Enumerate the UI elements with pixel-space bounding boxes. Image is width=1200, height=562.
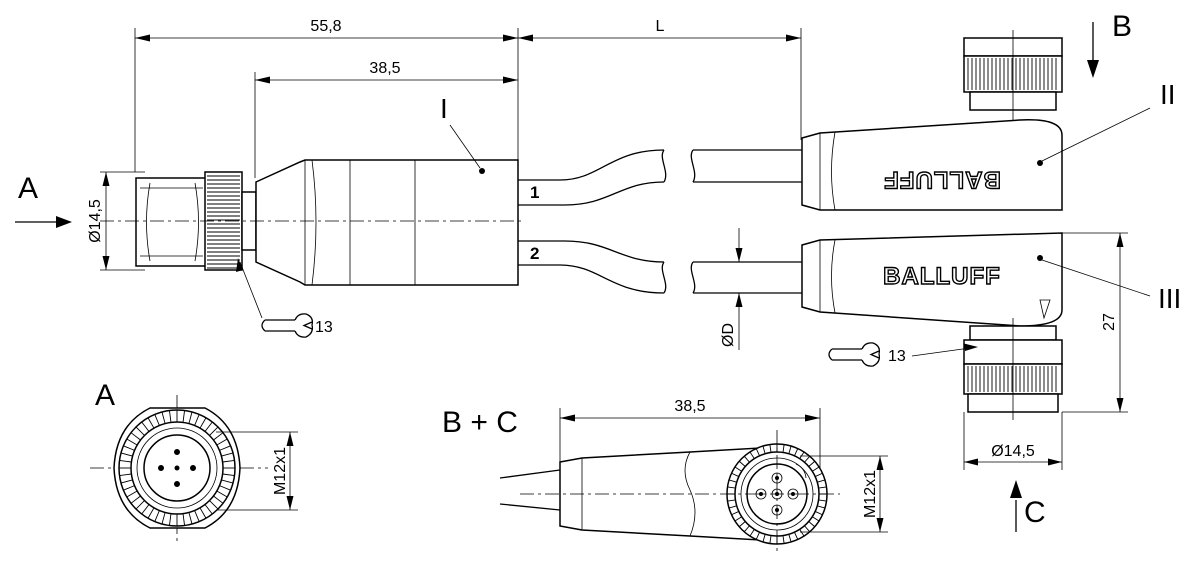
cable-2: 2 — [518, 240, 802, 294]
dimension-diameter-right: Ø14,5 — [963, 412, 1063, 470]
pin-2 — [158, 465, 164, 471]
dimension-thread-a-label: M12x1 — [272, 447, 289, 495]
view-arrow-c: C — [1010, 480, 1046, 532]
dimension-cable-diameter-label: ØD — [720, 323, 737, 347]
view-bc: B + C 38,5 — [442, 398, 888, 555]
dimension-diameter-left: Ø14,5 — [87, 171, 145, 271]
connector-ii-label: II — [1160, 79, 1176, 110]
view-bc-coding-key — [795, 463, 807, 479]
dimension-thread-bc-label: M12x1 — [862, 470, 879, 518]
dimension-cable-diameter: ØD — [720, 228, 760, 350]
pin-3 — [190, 465, 196, 471]
connector-iii-label: III — [1158, 283, 1181, 314]
dimension-bc-length-label: 38,5 — [674, 398, 705, 415]
connector-angled-upper: BALLUFF II — [801, 30, 1176, 211]
connector-angled-lower: BALLUFF III — [801, 232, 1181, 420]
wrench-right-label: 13 — [888, 348, 906, 365]
dimension-diameter-left-label: Ø14,5 — [87, 199, 104, 243]
wrench-icon — [261, 313, 314, 338]
connector-angled-lower-body — [801, 232, 1063, 327]
view-a-title: A — [95, 379, 115, 412]
dimension-angled-height: 27 — [1062, 232, 1128, 413]
view-arrow-b: B — [1087, 10, 1132, 78]
pin-1 — [174, 449, 180, 455]
view-arrow-a: A — [15, 172, 72, 228]
dimension-body-length-label: 38,5 — [369, 60, 400, 77]
dimension-cable-length: L — [518, 18, 802, 140]
cable-2-label: 2 — [530, 244, 539, 263]
brand-logo-upper: BALLUFF — [883, 166, 1001, 193]
dimension-angled-height-label: 27 — [1101, 313, 1118, 331]
dimension-overall-length: 55,8 — [134, 18, 519, 172]
dimension-body-length: 38,5 — [254, 60, 518, 178]
dimension-overall-length-label: 55,8 — [310, 18, 341, 35]
connector-straight-body — [255, 159, 519, 286]
connector-angled-upper-body — [801, 119, 1063, 211]
dimension-cable-length-label: L — [656, 18, 665, 35]
connector-i-label: I — [440, 93, 448, 124]
view-arrow-c-label: C — [1024, 496, 1046, 529]
wrench-icon — [828, 342, 881, 367]
cable-1-label: 1 — [530, 183, 539, 202]
view-arrow-a-label: A — [18, 172, 38, 205]
view-arrow-b-label: B — [1112, 10, 1132, 43]
pin-5 — [174, 465, 180, 471]
view-bc-title: B + C — [442, 406, 518, 439]
wrench-left-label: 13 — [315, 319, 333, 336]
dimension-diameter-right-label: Ø14,5 — [991, 443, 1035, 460]
connector-straight: I — [135, 93, 519, 286]
wrench-left: 13 — [236, 258, 333, 338]
view-a: A M12x1 — [90, 379, 298, 542]
brand-logo-lower: BALLUFF — [883, 263, 1001, 290]
cable-1: 1 — [518, 149, 802, 206]
coding-mark-icon — [1039, 299, 1051, 320]
wrench-right: 13 — [828, 342, 978, 367]
pin-4 — [174, 481, 180, 487]
